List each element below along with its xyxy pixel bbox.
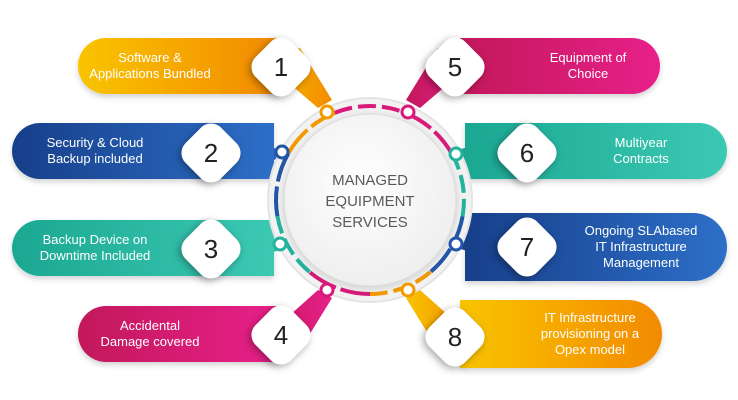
item-2-number: 2: [203, 137, 219, 168]
ring-segment: [429, 215, 465, 274]
item-5-badge: 5: [418, 30, 492, 104]
item-3-label: Backup Device on Downtime Included: [39, 232, 151, 263]
item-8-label: IT Infrastructure provisioning on a Opex…: [540, 310, 640, 357]
item-5-label: Equipment of Choice: [549, 50, 627, 81]
item-7-badge: 7: [490, 210, 564, 284]
ring-dot-2: [274, 144, 290, 160]
item-7-number: 7: [519, 231, 535, 262]
ring-segment: [334, 104, 406, 115]
item-4-pill: Accidental Damage covered: [78, 306, 278, 362]
item-6-badge: 6: [490, 116, 564, 190]
item-8-pill: IT Infrastructure provisioning on a Opex…: [460, 300, 662, 368]
item-3-badge: 3: [174, 212, 248, 286]
item-8-number: 8: [447, 321, 463, 352]
ring-dot-1: [319, 104, 335, 120]
item-6-label: Multiyear Contracts: [613, 135, 669, 166]
center-title: MANAGED EQUIPMENT SERVICES: [325, 172, 415, 231]
item-3-number: 3: [203, 233, 219, 264]
item-6-number: 6: [519, 137, 535, 168]
item-4-badge: 4: [244, 298, 318, 372]
item-2-badge: 2: [174, 116, 248, 190]
ring-dot-4: [319, 282, 335, 298]
item-2-label: Security & Cloud Backup included: [46, 135, 144, 166]
item-4-number: 4: [273, 319, 289, 350]
ring-dot-3: [272, 236, 288, 252]
item-5-pill: Equipment of Choice: [460, 38, 660, 94]
item-1-badge: 1: [244, 30, 318, 104]
item-5-number: 5: [447, 51, 463, 82]
item-1-pill: Software & Applications Bundled: [78, 38, 278, 94]
ring-dot-5: [400, 104, 416, 120]
ring-dot-8: [400, 282, 416, 298]
ring-dot-6: [448, 146, 464, 162]
ring-segment: [308, 270, 371, 296]
item-8-badge: 8: [418, 300, 492, 374]
ring-segment: [275, 215, 311, 274]
item-7-label: Ongoing SLAbased IT Infrastructure Manag…: [584, 223, 698, 270]
item-1-number: 1: [273, 51, 289, 82]
ring-dot-7: [448, 236, 464, 252]
item-4-label: Accidental Damage covered: [100, 318, 200, 349]
item-1-label: Software & Applications Bundled: [89, 50, 211, 81]
